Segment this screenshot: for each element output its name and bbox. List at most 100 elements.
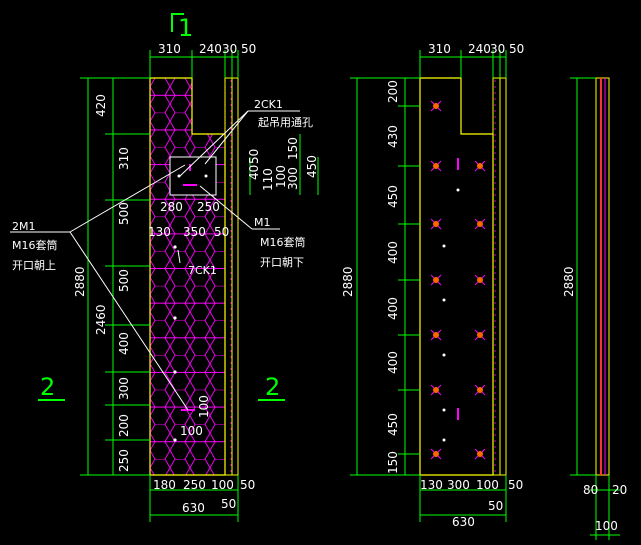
v1-top-dim-2: 240 [199,42,222,56]
label-2ck1: 2CK1 [254,98,283,111]
connector-marker [430,448,442,460]
v1-left-dim-7: 200 [117,414,131,437]
connector-marker [430,218,442,230]
v1-left-dim-3: 500 [117,202,131,225]
view2-holes [442,188,460,442]
outer-leaf [231,77,239,476]
view2-top-dims: 310 240 30 50 [419,42,524,78]
view2-insulation [492,77,501,476]
view2-outer-leaf [499,77,507,476]
v1-bot-extra: 50 [221,497,236,511]
v1-overall-2460: 2460 [94,304,108,335]
view3-dims: 2880 80 20 100 [562,77,627,540]
v2-bot-dim-1: 130 [420,478,443,492]
view1-left-dims: 420 310 500 500 400 300 200 250 2880 246… [73,77,150,476]
v2-left-dim-7: 450 [386,413,400,436]
v1-bot-dim-3: 100 [211,478,234,492]
connector-marker [430,329,442,341]
v1-left-dim-1: 420 [94,94,108,117]
label-2m1-desc1: M16套筒 [12,238,58,252]
v1-row-dim-3: 50 [214,225,229,239]
view-1-panel [149,77,239,476]
connector-marker [430,100,442,112]
v1-top-dim-1: 310 [158,42,181,56]
label-m1-desc1: M16套筒 [260,235,306,249]
v1-pocket-r2: 50 [247,149,261,164]
label-2m1: 2M1 [12,220,36,233]
v1-left-dim-8: 250 [117,449,131,472]
v1-top-dim-3: 30 [222,42,237,56]
v2-bot-dim-4: 50 [508,478,523,492]
section-label-2-left: 2 [40,373,55,401]
v1-pocket-dim-250: 250 [197,200,220,214]
v1-pocket-dim-280: 280 [160,200,183,214]
ck-holes [173,245,177,442]
v2-bot-dim-3: 100 [476,478,499,492]
v2-top-dim-1: 310 [428,42,451,56]
view-2-panel [419,77,507,476]
v2-left-dim-1: 200 [386,80,400,103]
label-m1-desc2: 开口朝下 [260,256,304,269]
v3-bot-dim-1: 80 [583,483,598,497]
v1-row-dim-1: 130 [148,225,171,239]
v3-bot-dim-2: 20 [612,483,627,497]
view1-labels: 2CK1 起吊用通孔 M1 M16套筒 开口朝下 2M1 M16套筒 开口朝上 … [10,98,313,411]
v1-left-dim-4: 500 [117,269,131,292]
v2-overall: 2880 [341,266,355,297]
v1-pocket-r5: 150 [286,137,300,160]
v1-pocket-r3: 110 [261,168,275,191]
view-3-panel [595,77,610,476]
section-mark-2-left: 2 [38,373,65,401]
v1-bot-dim-4: 50 [240,478,255,492]
v1-top-dim-4: 50 [241,42,256,56]
v1-bot-total: 630 [182,501,205,515]
v2-left-dim-3: 450 [386,185,400,208]
view1-pocket-dims: 40 50 110 100 150 300 450 280 250 130 35… [148,134,319,438]
v1-bot-dim-1: 180 [153,478,176,492]
connector-marker [474,160,486,172]
v2-left-dim-5: 400 [386,297,400,320]
v2-bot-dim-2: 300 [447,478,470,492]
view2-left-dims: 200 430 450 400 400 400 450 150 2880 [341,77,420,476]
label-2ck1-desc: 起吊用通孔 [258,116,313,129]
v3-bot-total: 100 [595,519,618,533]
section-label-1: 1 [178,14,193,42]
v2-left-dim-6: 400 [386,351,400,374]
view2-bottom-dims: 130 300 100 50 630 50 [419,475,523,529]
lifting-pocket [169,156,217,196]
section-mark-1: 1 [171,13,193,42]
v1-pocket-r4: 100 [274,165,288,188]
connector-markers [430,100,486,460]
v1-left-dim-2: 310 [117,147,131,170]
v2-left-dim-8: 150 [386,451,400,474]
connector-marker [430,274,442,286]
v1-small-dim-1: 100 [197,395,211,418]
v1-left-dim-5: 400 [117,332,131,355]
view2-outline [419,77,494,476]
label-2m1-desc2: 开口朝上 [12,259,56,272]
v1-row-dim-2: 350 [183,225,206,239]
v2-top-dim-2: 240 [468,42,491,56]
view1-top-dims: 310 240 30 50 [149,42,256,78]
v3-overall: 2880 [562,266,576,297]
connector-marker [430,384,442,396]
section-mark-2-right: 2 [258,373,285,401]
section-label-2-right: 2 [265,373,280,401]
v2-left-dim-4: 400 [386,241,400,264]
v1-pocket-r6: 300 [286,167,300,190]
v2-bot-extra: 50 [488,499,503,513]
v1-small-dim-2: 100 [180,424,203,438]
v2-top-dim-3: 30 [490,42,505,56]
v1-bot-dim-2: 250 [183,478,206,492]
label-7ck1: 7CK1 [188,264,217,277]
v1-pocket-r1: 40 [247,165,261,180]
v2-left-dim-2: 430 [386,125,400,148]
connector-marker [474,218,486,230]
connector-marker [430,160,442,172]
connector-marker [474,448,486,460]
connector-marker [474,384,486,396]
view1-bottom-dims: 180 250 100 50 630 50 [149,475,255,522]
v1-overall-2880: 2880 [73,266,87,297]
v1-left-dim-6: 300 [117,377,131,400]
